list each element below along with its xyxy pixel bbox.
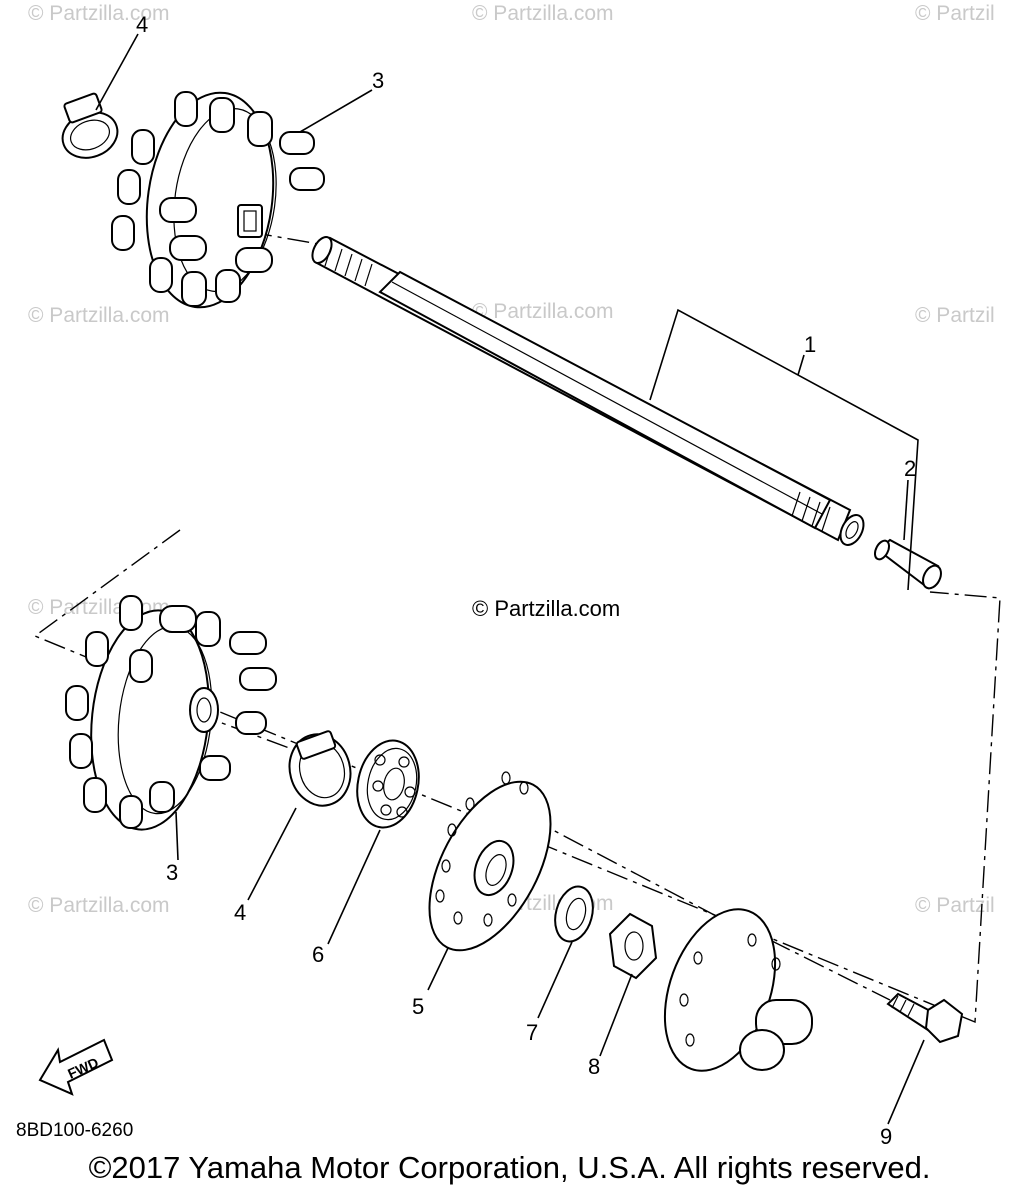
watermark: © Partzil bbox=[915, 894, 995, 917]
clamp-lower bbox=[288, 730, 352, 807]
sprocket-upper bbox=[111, 91, 325, 309]
drive-shaft bbox=[311, 236, 865, 546]
callout-7: 7 bbox=[526, 1020, 538, 1045]
bolt bbox=[886, 992, 964, 1044]
callout-3: 3 bbox=[372, 68, 384, 93]
callout-4: 4 bbox=[234, 900, 246, 925]
assembly-axis-line bbox=[529, 817, 721, 919]
watermark: © Partzilla.com bbox=[472, 300, 614, 323]
callout-8: 8 bbox=[588, 1054, 600, 1079]
watermark: © Partzilla.com bbox=[28, 2, 170, 25]
leader-lines bbox=[95, 33, 925, 1125]
callout-2: 2 bbox=[904, 456, 916, 481]
sprocket-lower bbox=[65, 595, 277, 831]
nut bbox=[608, 912, 658, 980]
callout-6: 6 bbox=[312, 942, 324, 967]
callout-4: 4 bbox=[136, 12, 148, 37]
clamp-upper bbox=[61, 92, 119, 159]
plate bbox=[428, 771, 552, 952]
assembly-axis-line bbox=[769, 939, 891, 1001]
callout-3: 3 bbox=[166, 860, 178, 885]
washer bbox=[554, 885, 594, 943]
watermark-center: © Partzilla.com bbox=[472, 596, 620, 621]
bearing bbox=[356, 739, 420, 829]
fwd-arrow-icon: FWD bbox=[38, 1038, 114, 1096]
callout-5: 5 bbox=[412, 994, 424, 1019]
callout-9: 9 bbox=[880, 1124, 892, 1149]
assembly-axis-line bbox=[159, 699, 301, 753]
copyright-notice: ©2017 Yamaha Motor Corporation, U.S.A. A… bbox=[88, 1150, 931, 1185]
callout-1: 1 bbox=[804, 332, 816, 357]
assembly-outline bbox=[33, 529, 1001, 1024]
shaft-pin bbox=[873, 538, 942, 590]
diagram-code: 8BD100-6260 bbox=[16, 1120, 133, 1141]
watermark: © Partzilla.com bbox=[472, 2, 614, 25]
watermark: © Partzil bbox=[915, 2, 995, 25]
watermark: © Partzilla.com bbox=[28, 894, 170, 917]
hub bbox=[663, 908, 813, 1072]
watermark: © Partzilla.com bbox=[28, 304, 170, 327]
watermark: © Partzil bbox=[915, 304, 995, 327]
